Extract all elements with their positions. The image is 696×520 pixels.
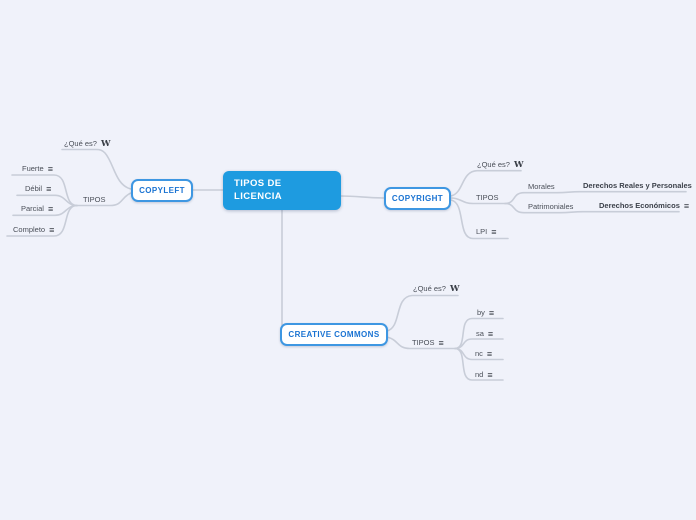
lpi-label: LPI	[476, 227, 488, 236]
node-copyright-que-es[interactable]: ¿Qué es? W	[477, 160, 523, 170]
derechos-economicos-label: Derechos Económicos	[599, 201, 680, 210]
tipos-label: TIPOS	[412, 338, 435, 347]
node-copyleft-tipos[interactable]: TIPOS	[83, 195, 106, 205]
node-copyright-tipos[interactable]: TIPOS	[476, 193, 499, 203]
notes-icon[interactable]: ≡	[491, 227, 496, 237]
node-copyleft[interactable]: COPYLEFT	[131, 179, 193, 202]
tipos-label: TIPOS	[476, 193, 499, 202]
parcial-label: Parcial	[21, 204, 44, 213]
node-cc-sa[interactable]: sa ≡	[476, 329, 493, 339]
node-cc-by[interactable]: by ≡	[477, 308, 494, 318]
copyright-label: COPYRIGHT	[391, 194, 444, 203]
notes-icon[interactable]: ≡	[47, 164, 53, 174]
node-cc-que-es[interactable]: ¿Qué es? W	[413, 284, 459, 294]
wikipedia-icon[interactable]: W	[100, 139, 111, 149]
notes-icon[interactable]: ≡	[487, 370, 492, 380]
notes-icon[interactable]: ≡	[47, 204, 53, 214]
node-copyright[interactable]: COPYRIGHT	[384, 187, 451, 210]
notes-icon[interactable]: ≡	[488, 308, 494, 318]
creative-commons-label: CREATIVE COMMONS	[288, 330, 380, 339]
wikipedia-icon[interactable]: W	[513, 160, 524, 170]
notes-icon[interactable]: ≡	[49, 225, 54, 235]
que-es-label: ¿Qué es?	[413, 284, 446, 293]
completo-label: Completo	[13, 225, 46, 234]
fuerte-label: Fuerte	[22, 164, 44, 173]
node-debil[interactable]: Débil ≡	[25, 184, 51, 194]
node-completo[interactable]: Completo ≡	[13, 225, 54, 235]
notes-icon[interactable]: ≡	[438, 338, 444, 348]
node-cc-nd[interactable]: nd ≡	[475, 370, 493, 380]
que-es-label: ¿Qué es?	[477, 160, 510, 169]
copyleft-label: COPYLEFT	[139, 186, 185, 195]
node-cc-nc[interactable]: nc ≡	[475, 349, 492, 359]
node-fuerte[interactable]: Fuerte ≡	[22, 164, 53, 174]
node-parcial[interactable]: Parcial ≡	[21, 204, 53, 214]
node-derechos-reales-y-personales[interactable]: Derechos Reales y Personales ≡	[583, 181, 696, 191]
morales-label: Morales	[528, 182, 555, 191]
que-es-label: ¿Qué es?	[64, 139, 97, 148]
node-cc-tipos[interactable]: TIPOS ≡	[412, 338, 444, 348]
notes-icon[interactable]: ≡	[46, 184, 51, 194]
debil-label: Débil	[25, 184, 43, 193]
sa-label: sa	[476, 329, 484, 338]
notes-icon[interactable]: ≡	[487, 329, 493, 339]
notes-icon[interactable]: ≡	[486, 349, 492, 359]
tipos-label: TIPOS	[83, 195, 106, 204]
node-patrimoniales[interactable]: Patrimoniales	[528, 202, 573, 212]
nc-label: nc	[475, 349, 483, 358]
node-morales[interactable]: Morales	[528, 182, 555, 192]
node-derechos-economicos[interactable]: Derechos Económicos ≡	[599, 201, 689, 211]
node-copyleft-que-es[interactable]: ¿Qué es? W	[64, 139, 110, 149]
node-lpi[interactable]: LPI ≡	[476, 227, 497, 237]
wikipedia-icon[interactable]: W	[449, 284, 460, 294]
derechos-reales-label: Derechos Reales y Personales	[583, 181, 692, 190]
by-label: by	[477, 308, 485, 317]
patrimoniales-label: Patrimoniales	[528, 202, 574, 211]
node-creative-commons[interactable]: CREATIVE COMMONS	[280, 323, 388, 346]
notes-icon[interactable]: ≡	[683, 201, 689, 211]
nd-label: nd	[475, 370, 484, 379]
root-node-label: TIPOS DE LICENCIA	[234, 178, 283, 202]
root-node-tipos-de-licencia[interactable]: TIPOS DE LICENCIA	[223, 171, 341, 210]
